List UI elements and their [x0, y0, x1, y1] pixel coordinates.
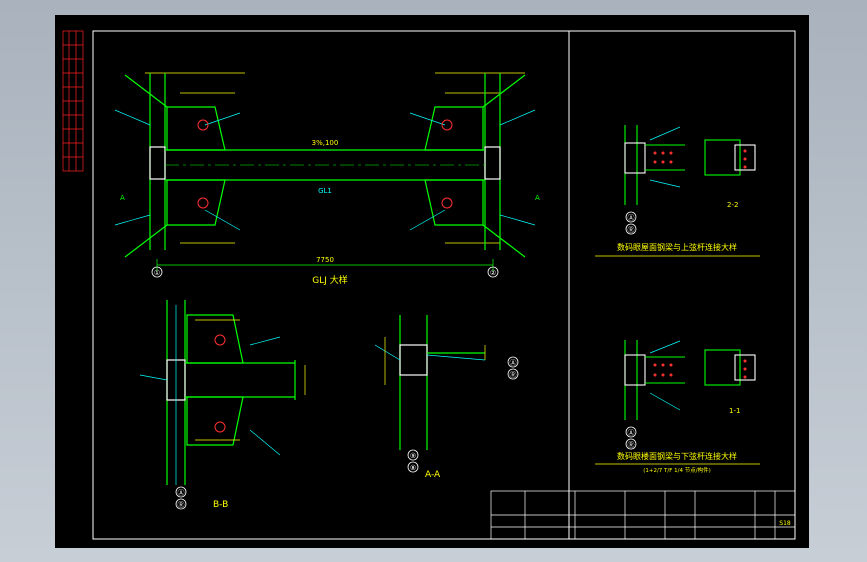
cad-viewport[interactable]: ① ② 7750 3%,100 GL1 A A GLJ 大样: [55, 15, 809, 548]
section-bb-detail: Ⓐ Ⓡ B-B: [139, 300, 306, 510]
detail-bottom-connection: Ⓐ Ⓡ 1-1 数码眼楼面钢梁与下弦杆连接大样 (1+2/7 T/F 1/4 节…: [595, 340, 760, 474]
section-aa-title: A-A: [425, 470, 441, 480]
detail-bottom-note: (1+2/7 T/F 1/4 节点/构件): [643, 466, 711, 474]
section-bb-title: B-B: [213, 500, 228, 510]
axis-bubble-1: ①: [154, 269, 160, 277]
revision-stamp-grid: [62, 30, 84, 172]
span-dimension: 7750: [316, 256, 334, 264]
axis-bubble-8-aa: ⑧: [410, 464, 416, 472]
cad-drawing: ① ② 7750 3%,100 GL1 A A GLJ 大样: [62, 30, 796, 540]
axis-bubble-r-bottom: Ⓡ: [628, 441, 635, 449]
section-22-title: 2-2: [727, 201, 738, 209]
detail-bottom-title: 数码眼楼面钢梁与下弦杆连接大样: [617, 451, 737, 461]
section-cut-a-right: A: [535, 194, 540, 202]
axis-bubble-a-aa: Ⓐ: [510, 359, 517, 367]
beam-slope: 3%,100: [312, 139, 339, 147]
axis-bubble-r-aa: Ⓡ: [510, 371, 517, 379]
axis-bubble-r-top: Ⓡ: [628, 226, 635, 234]
glj-main-detail: ① ② 7750 3%,100 GL1 A A GLJ 大样: [114, 72, 540, 286]
axis-bubble-a-top: Ⓐ: [628, 214, 635, 222]
drawing-border: [92, 30, 796, 540]
axis-bubble-a-bb: Ⓐ: [178, 489, 185, 497]
axis-bubble-r-bb: Ⓡ: [178, 501, 185, 509]
axis-bubble-a-bottom: Ⓐ: [628, 429, 635, 437]
section-11-title: 1-1: [729, 407, 740, 415]
section-cut-a-left: A: [120, 194, 125, 202]
section-aa-detail: ⑨ ⑧ Ⓐ Ⓡ A-A: [374, 315, 519, 480]
sheet-number: S18: [779, 520, 791, 527]
detail-top-connection: Ⓐ Ⓡ 2-2 数码眼屋面钢梁与上弦杆连接大样: [595, 125, 760, 257]
main-detail-title: GLJ 大样: [312, 274, 348, 286]
axis-bubble-2: ②: [490, 269, 496, 277]
title-block: [490, 490, 796, 540]
beam-tag: GL1: [318, 187, 332, 195]
axis-bubble-9-aa: ⑨: [410, 452, 416, 460]
detail-top-title: 数码眼屋面钢梁与上弦杆连接大样: [617, 242, 737, 252]
